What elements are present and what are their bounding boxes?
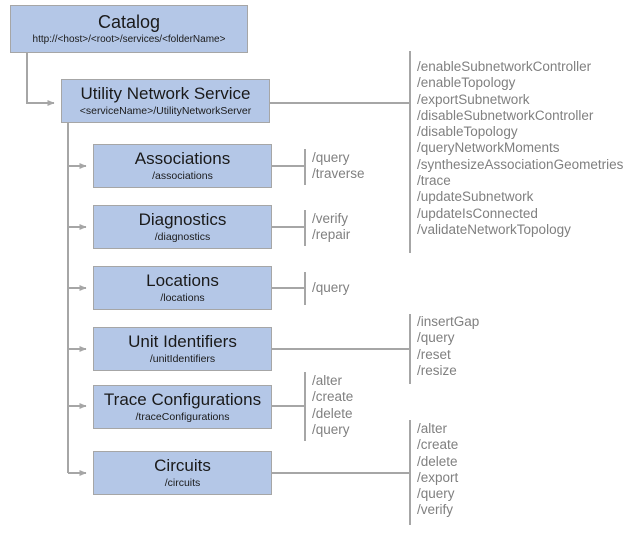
node-associations-path: /associations (152, 170, 213, 182)
operation-item: /exportSubnetwork (417, 91, 530, 107)
node-associations-title: Associations (134, 149, 231, 168)
operations-locations: /query (312, 280, 350, 296)
operation-item: /traverse (312, 166, 365, 182)
node-locations-title: Locations (146, 271, 219, 290)
node-unit-identifiers[interactable]: Unit Identifiers /unitIdentifiers (93, 327, 272, 371)
node-utility-network-service[interactable]: Utility Network Service <serviceName>/Ut… (61, 79, 270, 123)
operation-item: /alter (312, 373, 343, 388)
operation-item: /create (312, 389, 354, 405)
operation-item: /alter (417, 421, 448, 436)
node-unit-identifiers-title: Unit Identifiers (128, 332, 237, 351)
operation-item: /enableSubnetworkController (417, 59, 592, 74)
operation-item: /query (417, 486, 455, 502)
operation-item: /verify (312, 211, 349, 226)
operations-circuits: /alter/create/delete/export/query/verify (417, 421, 458, 519)
operation-item: /reset (417, 346, 451, 362)
node-trace-configurations-path: /traceConfigurations (135, 411, 230, 423)
node-associations[interactable]: Associations /associations (93, 144, 272, 188)
node-diagnostics-path: /diagnostics (154, 231, 211, 243)
node-trace-configurations[interactable]: Trace Configurations /traceConfiguration… (93, 385, 272, 429)
operation-item: /query (312, 150, 350, 165)
operations-associations: /query/traverse (312, 150, 365, 183)
operation-item: /updateIsConnected (417, 205, 538, 221)
operation-item: /insertGap (417, 314, 480, 329)
operation-item: /delete (417, 453, 458, 469)
operations-diagnostics: /verify/repair (312, 211, 350, 244)
operations-trace-configurations: /alter/create/delete/query (312, 373, 353, 438)
operation-item: /export (417, 469, 459, 485)
node-utility-network-service-path: <serviceName>/UtilityNetworkServer (79, 105, 252, 117)
node-unit-identifiers-path: /unitIdentifiers (149, 353, 216, 365)
operation-item: /repair (312, 227, 351, 243)
node-catalog[interactable]: Catalog http://<host>/<root>/services/<f… (10, 5, 248, 53)
node-catalog-title: Catalog (97, 12, 161, 32)
operation-item: /trace (417, 173, 451, 189)
edge-catalog-to-service (26, 53, 55, 106)
operations-utility-network-service: /enableSubnetworkController/enableTopolo… (417, 59, 623, 238)
operation-item: /create (417, 437, 459, 453)
node-catalog-url: http://<host>/<root>/services/<folderNam… (32, 34, 226, 45)
node-diagnostics-title: Diagnostics (138, 210, 227, 229)
node-circuits-path: /circuits (164, 477, 201, 489)
operation-item: /verify (417, 502, 454, 518)
operation-item: /validateNetworkTopology (417, 221, 571, 237)
operation-item: /updateSubnetwork (417, 189, 534, 205)
operation-item: /disableTopology (417, 124, 518, 140)
operation-item: /enableTopology (417, 75, 516, 91)
operation-item: /queryNetworkMoments (417, 140, 560, 156)
node-trace-configurations-title: Trace Configurations (103, 390, 262, 409)
operation-item: /resize (417, 362, 457, 378)
operations-unit-identifiers: /insertGap/query/reset/resize (417, 314, 479, 379)
operation-item: /query (312, 280, 350, 295)
operation-item: /delete (312, 405, 353, 421)
operation-item: /query (417, 330, 455, 346)
node-circuits-title: Circuits (154, 456, 211, 475)
node-utility-network-service-title: Utility Network Service (80, 84, 251, 103)
operation-item: /query (312, 421, 350, 437)
node-diagnostics[interactable]: Diagnostics /diagnostics (93, 205, 272, 249)
node-locations-path: /locations (160, 292, 205, 304)
node-locations[interactable]: Locations /locations (93, 266, 272, 310)
node-circuits[interactable]: Circuits /circuits (93, 451, 272, 495)
operation-item: /synthesizeAssociationGeometries (417, 156, 624, 172)
operation-item: /disableSubnetworkController (417, 107, 594, 123)
